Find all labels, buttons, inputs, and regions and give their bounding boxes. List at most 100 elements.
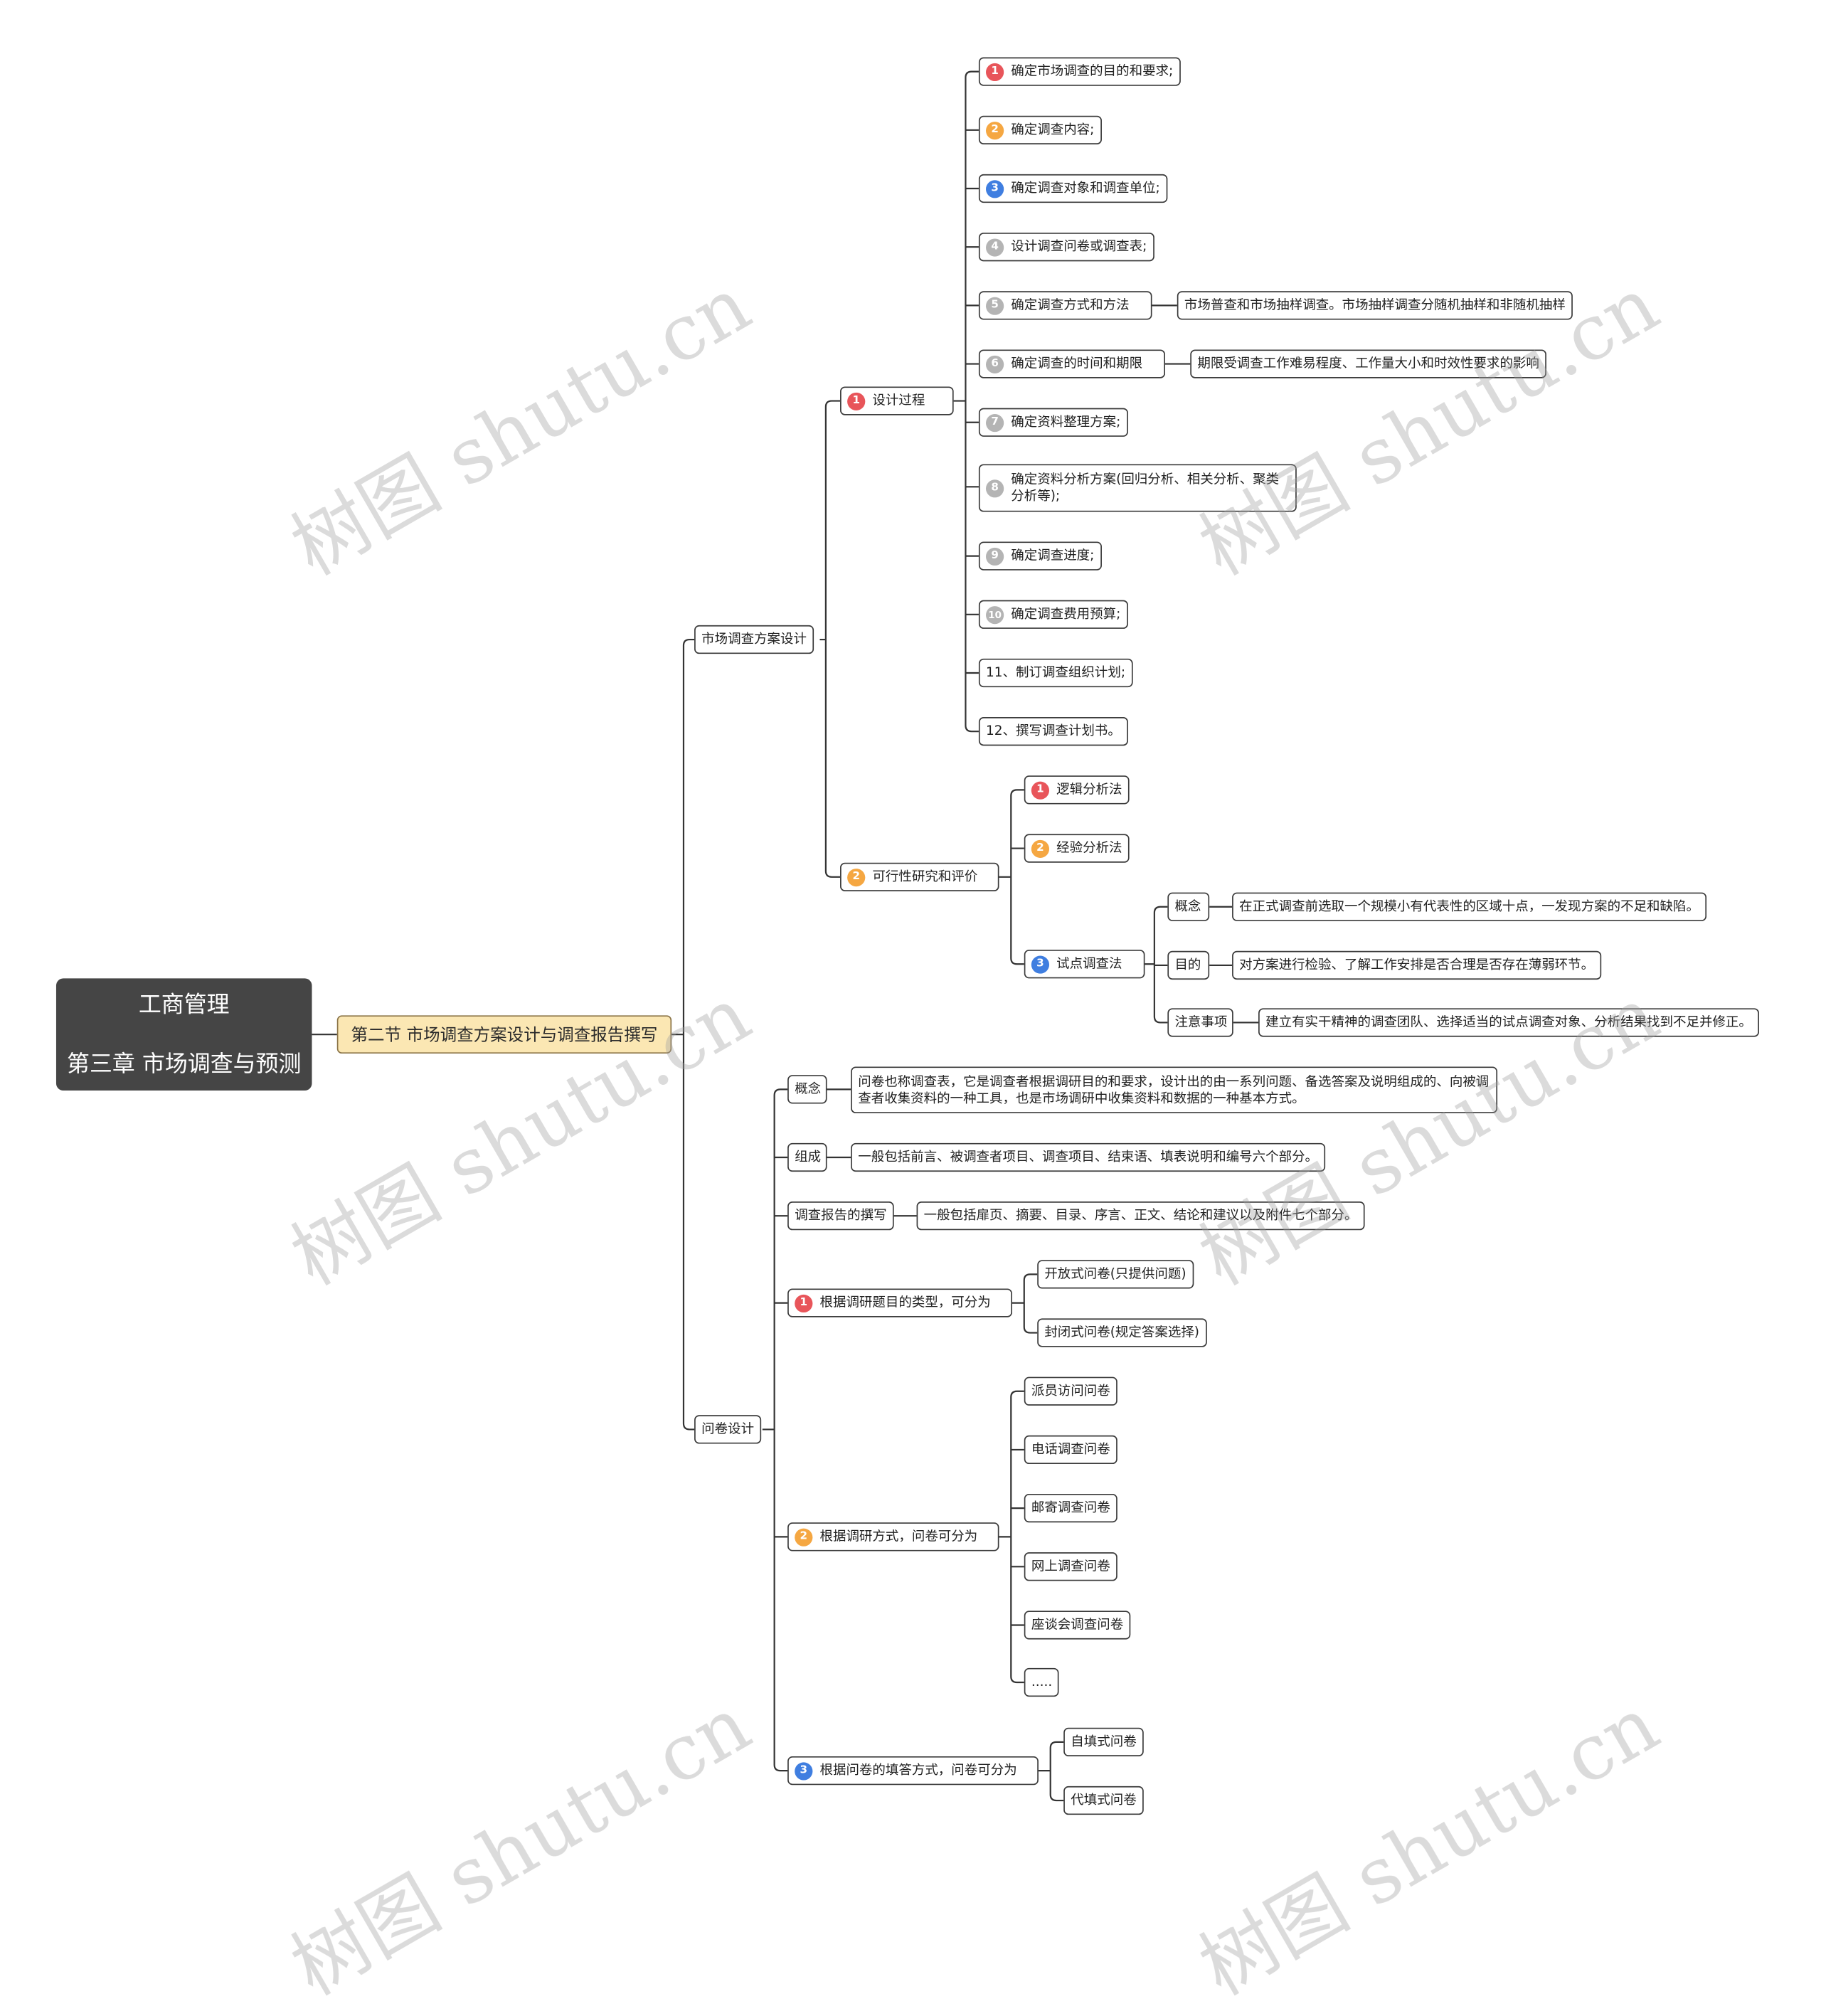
q-method-item[interactable]: 电话调查问卷 [1024, 1435, 1117, 1465]
step-node[interactable]: 12、撰写调查计划书。 [978, 717, 1128, 746]
number-badge-icon: 1 [847, 391, 866, 410]
q-method-item-label: 派员访问问卷 [1031, 1382, 1110, 1399]
section-node[interactable]: 第二节 市场调查方案设计与调查报告撰写 [336, 1015, 672, 1054]
q-composition-detail-node[interactable]: 一般包括前言、被调查者项目、调查项目、结束语、填表说明和编号六个部分。 [851, 1142, 1326, 1172]
q-by-fill-node[interactable]: 3 根据问卷的填答方式，问卷可分为 [787, 1756, 1039, 1786]
q-type-item-label: 开放式问卷(只提供问题) [1044, 1266, 1186, 1282]
number-badge-icon: 6 [986, 354, 1004, 373]
q-method-item[interactable]: 网上调查问卷 [1024, 1552, 1117, 1581]
q-method-item-label: 电话调查问卷 [1031, 1441, 1110, 1457]
questionnaire-label: 问卷设计 [701, 1421, 755, 1437]
q-method-item-label: ..... [1031, 1674, 1053, 1690]
q-report-detail: 一般包括扉页、摘要、目录、序言、正文、结论和建议以及附件七个部分。 [923, 1207, 1358, 1224]
pilot-detail-node[interactable]: 建立有实干精神的调查团队、选择适当的试点调查对象、分析结果找到不足并修正。 [1258, 1008, 1759, 1037]
root-node[interactable]: 工商管理 第三章 市场调查与预测 [55, 978, 312, 1091]
number-badge-icon: 3 [986, 179, 1004, 198]
step-detail-label: 市场普查和市场抽样调查。市场抽样调查分随机抽样和非随机抽样 [1184, 297, 1566, 313]
step-node[interactable]: 11、制订调查组织计划; [978, 658, 1133, 688]
pilot-label: 概念 [1174, 898, 1201, 914]
q-method-item[interactable]: 邮寄调查问卷 [1024, 1493, 1117, 1523]
number-badge-icon: 8 [986, 479, 1004, 497]
number-badge-icon: 2 [1031, 839, 1050, 858]
step-node[interactable]: 9 确定调查进度; [978, 541, 1102, 571]
design-process-label: 设计过程 [872, 392, 925, 408]
number-badge-icon: 10 [986, 605, 1004, 624]
plan-node[interactable]: 市场调查方案设计 [694, 625, 814, 654]
number-badge-icon: 5 [986, 296, 1004, 314]
pilot-label: 注意事项 [1174, 1014, 1228, 1030]
q-type-item-label: 封闭式问卷(规定答案选择) [1044, 1324, 1200, 1340]
number-badge-icon: 3 [1031, 955, 1050, 973]
design-process-node[interactable]: 1 设计过程 [840, 386, 954, 415]
pilot-label-node[interactable]: 概念 [1167, 892, 1210, 921]
number-badge-icon: 2 [795, 1527, 813, 1546]
pilot-label: 目的 [1174, 957, 1201, 972]
q-composition-label: 组成 [795, 1149, 822, 1165]
method-label: 试点调查法 [1056, 955, 1122, 972]
q-fill-item[interactable]: 自填式问卷 [1063, 1727, 1144, 1756]
root-title: 工商管理 [138, 991, 230, 1018]
step-label: 确定调查内容; [1011, 122, 1095, 137]
feasibility-node[interactable]: 2 可行性研究和评价 [840, 862, 999, 891]
q-concept-detail-node[interactable]: 问卷也称调查表，它是调查者根据调研目的和要求，设计出的由一系列问题、备选答案及说… [851, 1066, 1498, 1113]
q-method-item[interactable]: 座谈会调查问卷 [1024, 1611, 1131, 1640]
step-node[interactable]: 2 确定调查内容; [978, 115, 1102, 144]
number-badge-icon: 1 [986, 63, 1004, 81]
pilot-detail: 建立有实干精神的调查团队、选择适当的试点调查对象、分析结果找到不足并修正。 [1265, 1014, 1752, 1030]
q-fill-item-label: 代填式问卷 [1071, 1792, 1137, 1808]
q-report-label: 调查报告的撰写 [795, 1207, 887, 1224]
pilot-detail-node[interactable]: 对方案进行检验、了解工作安排是否合理是否存在薄弱环节。 [1232, 950, 1602, 980]
number-badge-icon: 2 [847, 868, 866, 886]
q-by-fill-label: 根据问卷的填答方式，问卷可分为 [819, 1762, 1017, 1778]
step-detail-label: 期限受调查工作难易程度、工作量大小和时效性要求的影响 [1197, 355, 1539, 371]
number-badge-icon: 4 [986, 238, 1004, 256]
pilot-label-node[interactable]: 目的 [1167, 950, 1210, 980]
step-label: 设计调查问卷或调查表; [1011, 238, 1147, 255]
pilot-label-node[interactable]: 注意事项 [1167, 1008, 1233, 1037]
q-concept-node[interactable]: 概念 [787, 1075, 827, 1104]
pilot-detail-node[interactable]: 在正式调查前选取一个规模小有代表性的区域十点，一发现方案的不足和缺陷。 [1232, 892, 1707, 921]
step-label: 确定调查费用预算; [1011, 606, 1121, 622]
questionnaire-node[interactable]: 问卷设计 [694, 1415, 762, 1444]
number-badge-icon: 3 [795, 1761, 813, 1780]
q-type-item[interactable]: 封闭式问卷(规定答案选择) [1037, 1318, 1207, 1347]
pilot-detail: 在正式调查前选取一个规模小有代表性的区域十点，一发现方案的不足和缺陷。 [1239, 898, 1699, 914]
q-composition-detail: 一般包括前言、被调查者项目、调查项目、结束语、填表说明和编号六个部分。 [858, 1149, 1319, 1165]
step-label: 11、制订调查组织计划; [986, 664, 1126, 681]
q-report-detail-node[interactable]: 一般包括扉页、摘要、目录、序言、正文、结论和建议以及附件七个部分。 [916, 1201, 1365, 1231]
q-method-item[interactable]: 派员访问问卷 [1024, 1376, 1117, 1406]
step-node[interactable]: 4 设计调查问卷或调查表; [978, 233, 1154, 262]
step-label: 确定调查方式和方法 [1011, 297, 1130, 313]
feasibility-label: 可行性研究和评价 [872, 869, 978, 884]
step-detail-node[interactable]: 市场普查和市场抽样调查。市场抽样调查分随机抽样和非随机抽样 [1177, 291, 1573, 320]
step-label: 12、撰写调查计划书。 [986, 723, 1121, 739]
step-node[interactable]: 5 确定调查方式和方法 [978, 291, 1152, 320]
step-detail-node[interactable]: 期限受调查工作难易程度、工作量大小和时效性要求的影响 [1190, 349, 1546, 378]
mind-map: 工商管理 第三章 市场调查与预测 第二节 市场调查方案设计与调查报告撰写 市场调… [55, 57, 1759, 2013]
plan-label: 市场调查方案设计 [701, 631, 807, 647]
q-composition-node[interactable]: 组成 [787, 1142, 827, 1172]
method-node[interactable]: 3 试点调查法 [1024, 950, 1145, 979]
step-label: 确定调查进度; [1011, 547, 1095, 563]
step-node[interactable]: 10 确定调查费用预算; [978, 600, 1128, 629]
root-subtitle: 第三章 市场调查与预测 [67, 1051, 302, 1078]
q-method-item[interactable]: ..... [1024, 1667, 1060, 1697]
q-fill-item[interactable]: 代填式问卷 [1063, 1786, 1144, 1815]
q-type-item[interactable]: 开放式问卷(只提供问题) [1037, 1260, 1194, 1289]
method-label: 逻辑分析法 [1056, 781, 1122, 797]
q-report-node[interactable]: 调查报告的撰写 [787, 1201, 894, 1231]
section-label: 第二节 市场调查方案设计与调查报告撰写 [351, 1026, 658, 1046]
q-concept-label: 概念 [795, 1081, 822, 1097]
number-badge-icon: 9 [986, 547, 1004, 566]
q-method-item-label: 座谈会调查问卷 [1031, 1616, 1124, 1633]
number-badge-icon: 2 [986, 121, 1004, 139]
